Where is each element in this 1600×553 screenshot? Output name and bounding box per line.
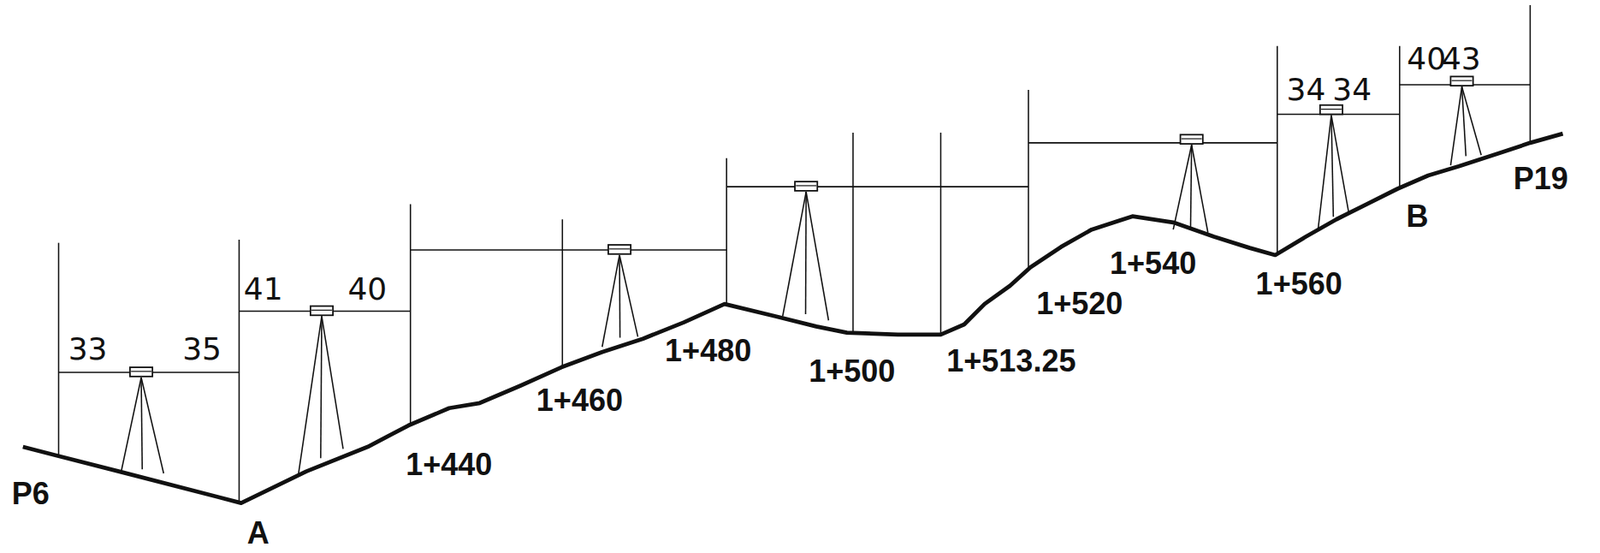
point-name: A [245,516,272,550]
ground-profile [23,133,1564,503]
leveling-staff [852,132,854,333]
leveling-staff [238,239,241,504]
level-instrument [120,367,164,474]
station-label: 1+520 [1034,287,1125,320]
leveling-staff [725,158,728,304]
station-label: 1+480 [663,334,753,368]
leveling-staff [409,203,412,423]
leveling-staff [562,219,564,368]
point-name: P6 [10,477,52,510]
leveling-staff [58,242,60,457]
line-of-sight [1028,142,1278,144]
staff-reading: 35 [180,332,224,366]
leveling-staff [1276,46,1279,255]
staff-reading: 33 [66,332,110,366]
station-label: 1+440 [403,448,494,481]
staff-reading: 40 [345,272,389,306]
station-label: 1+540 [1108,247,1198,280]
station-label: 1+500 [806,355,897,388]
staff-reading: 34 [1285,73,1328,107]
point-name: B [1404,200,1431,233]
leveling-staff [940,132,943,335]
level-instrument [1317,105,1349,230]
staff-reading: 34 [1330,73,1374,107]
level-instrument [1173,134,1209,232]
level-instrument [298,306,344,476]
line-of-sight [726,185,1029,188]
leveling-staff [1398,46,1401,189]
level-instrument [782,181,830,320]
line-of-sight [410,248,727,251]
leveling-staff [1027,89,1030,267]
staff-reading: 40 [1404,42,1448,76]
staff-reading: 41 [242,272,285,306]
point-name: P19 [1511,162,1571,196]
level-instrument [1450,76,1482,166]
staff-reading: 43 [1440,42,1483,76]
station-label: 1+513.25 [944,344,1078,378]
level-instrument [602,244,639,347]
station-label: 1+560 [1254,267,1345,301]
leveling-staff [1529,5,1532,143]
station-label: 1+460 [534,384,625,417]
